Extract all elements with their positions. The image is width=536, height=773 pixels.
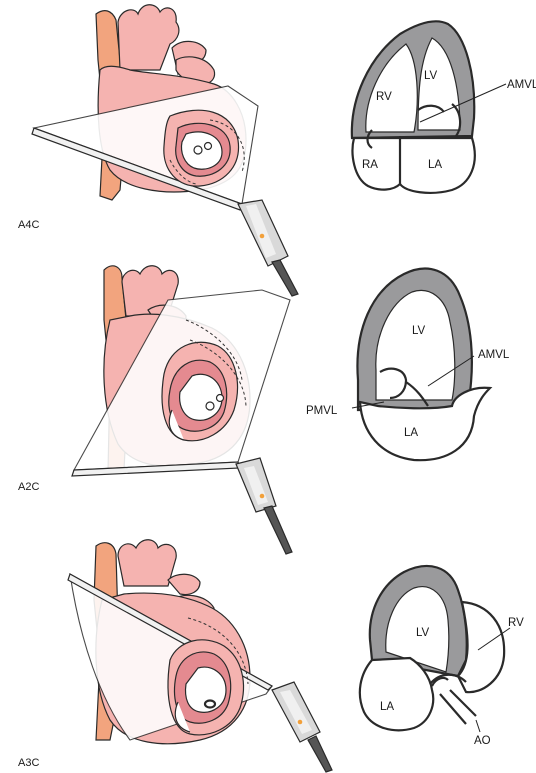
a2c-amvl-label: AMVL <box>478 349 510 361</box>
a3c-lv-label: LV <box>416 627 430 639</box>
a2c-view-label: A2C <box>18 481 39 493</box>
a4c-rv-label: RV <box>376 91 392 103</box>
a2c-la-label: LA <box>404 427 418 439</box>
a3c-rv-label: RV <box>508 617 524 629</box>
a2c-schematic: LV LA AMVL PMVL <box>306 269 510 461</box>
a2c-pmvl-label: PMVL <box>306 405 338 417</box>
a3c-la-label: LA <box>380 701 394 713</box>
a4c-panel: A4C LV RV RA LA AMVL <box>18 5 536 296</box>
a2c-heart-illustration <box>72 266 292 554</box>
a4c-la-label: LA <box>428 159 442 171</box>
a3c-heart-illustration <box>68 540 332 772</box>
a2c-lv-label: LV <box>412 325 426 337</box>
a4c-lv-label: LV <box>424 70 438 82</box>
a4c-ra-label: RA <box>362 159 378 171</box>
a3c-panel: A3C LV LA RV AO <box>18 540 524 772</box>
a4c-view-label: A4C <box>18 219 39 231</box>
a3c-schematic: LV LA RV AO <box>360 566 524 747</box>
a4c-probe-icon <box>238 200 298 296</box>
a3c-view-label: A3C <box>18 757 39 769</box>
a2c-panel: A2C LV LA AMVL PMVL <box>18 266 510 554</box>
a2c-probe-icon <box>236 458 292 554</box>
a4c-heart-illustration <box>32 5 298 296</box>
a3c-ao-label: AO <box>474 735 491 747</box>
a4c-schematic: LV RV RA LA AMVL <box>352 21 536 193</box>
a3c-probe-icon <box>272 682 332 772</box>
a4c-amvl-label: AMVL <box>507 79 536 91</box>
